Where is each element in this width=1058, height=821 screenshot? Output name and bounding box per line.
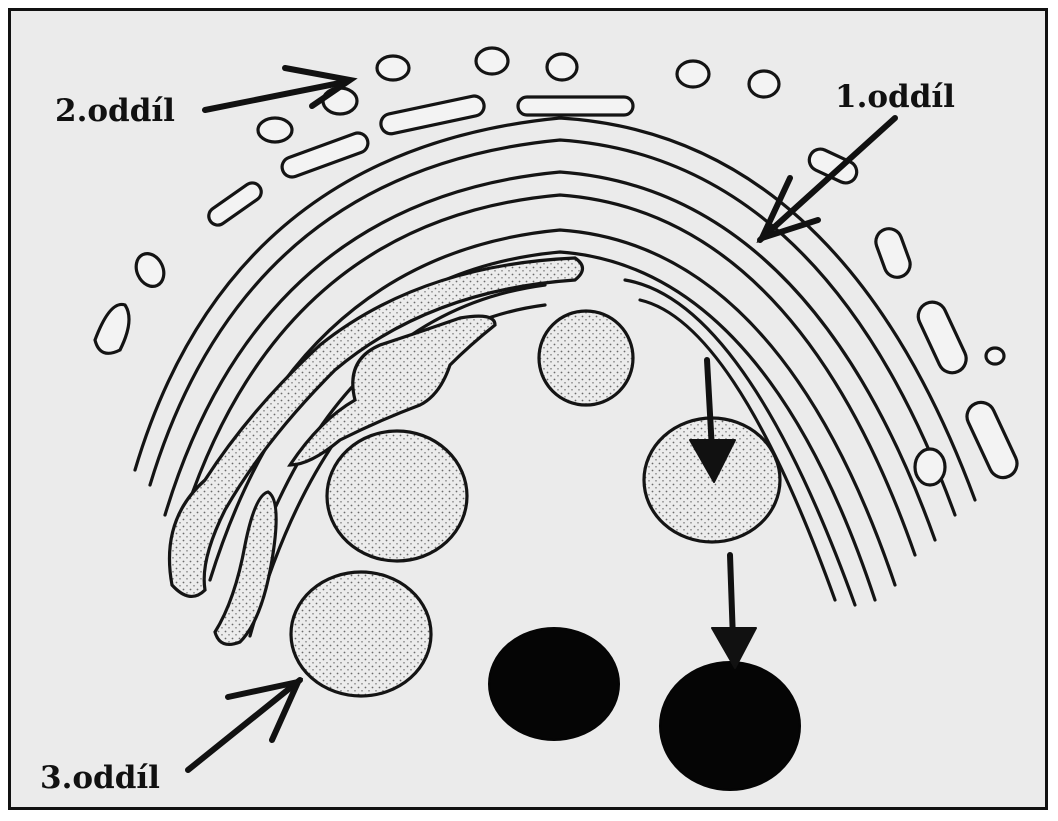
label-2: 2.oddíl — [55, 93, 175, 129]
label-1: 1.oddíl — [835, 79, 955, 115]
secretory-granules — [489, 628, 800, 790]
label-3: 3.oddíl — [40, 760, 160, 796]
